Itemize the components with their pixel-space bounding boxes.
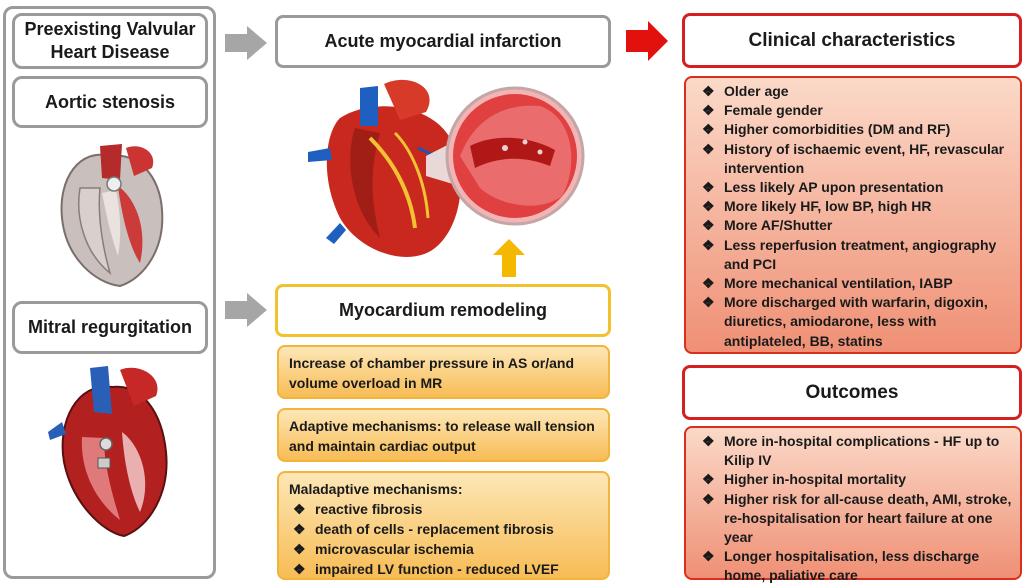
list-item: ❖More discharged with warfarin, digoxin,… [702,294,988,349]
arrow-right-red [626,21,668,61]
outcomes-title: Outcomes [805,381,899,403]
clinical-characteristics-title: Clinical characteristics [748,29,956,51]
outcomes-title-box: Outcomes [682,365,1022,420]
mitral-regurgitation-label: Mitral regurgitation [27,317,192,337]
clinical-characteristics-title-box: Clinical characteristics [682,13,1022,68]
list-item: ❖Less reperfusion treatment, angiography… [702,236,997,272]
maladaptive-mechanisms-box: Maladaptive mechanisms: ❖reactive fibros… [277,471,610,580]
adaptive-mechanisms-text: Adaptive mechanisms: to release wall ten… [289,418,595,454]
chamber-pressure-box: Increase of chamber pressure in AS or/an… [277,345,610,399]
list-item: ❖impaired LV function - reduced LVEF [293,561,559,577]
adaptive-mechanisms-box: Adaptive mechanisms: to release wall ten… [277,408,610,462]
mitral-regurgitation-box: Mitral regurgitation [12,301,208,354]
remodeling-title-box: Myocardium remodeling [275,284,611,337]
mitral-regurgitation-heart-illustration [42,362,182,542]
clinical-characteristics-box: ❖Older age ❖Female gender ❖Higher comorb… [684,76,1022,354]
list-item: ❖Female gender [702,102,823,119]
list-item: ❖More mechanical ventilation, IABP [702,275,953,292]
remodeling-title: Myocardium remodeling [338,300,548,320]
preexisting-vhd-label-box: Preexisting Valvular Heart Disease [12,13,208,69]
list-item: ❖History of ischaemic event, HF, revascu… [702,140,1005,176]
list-item: ❖microvascular ischemia [293,541,474,557]
ami-title: Acute myocardial infarction [324,31,562,51]
list-item: ❖Longer hospitalisation, less discharge … [702,548,980,584]
list-item: ❖Higher in-hospital mortality [702,471,907,488]
ami-heart-illustration [300,78,600,270]
chamber-pressure-text: Increase of chamber pressure in AS or/an… [289,355,575,391]
list-item: ❖Higher comorbidities (DM and RF) [702,121,951,138]
outcomes-box: ❖More in-hospital complications - HF up … [684,426,1022,583]
arrow-up-yellow [493,239,525,277]
list-item: ❖Older age [702,83,789,99]
aortic-stenosis-label: Aortic stenosis [44,91,176,112]
list-item: ❖More in-hospital complications - HF up … [702,433,1000,469]
aortic-stenosis-heart-illustration [40,138,180,293]
list-item: ❖Higher risk for all-cause death, AMI, s… [702,490,1012,546]
list-item: ❖More likely HF, low BP, high HR [702,198,932,215]
aortic-stenosis-box: Aortic stenosis [12,76,208,128]
list-item: ❖Less likely AP upon presentation [702,179,944,196]
maladaptive-title: Maladaptive mechanisms: [289,481,463,497]
list-item: ❖death of cells - replacement fibrosis [293,521,554,537]
arrow-right-gray-bottom [225,293,267,327]
arrow-right-gray-top [225,26,267,60]
ami-title-box: Acute myocardial infarction [275,15,611,68]
preexisting-vhd-label: Preexisting Valvular Heart Disease [24,19,196,62]
list-item: ❖reactive fibrosis [293,501,423,517]
list-item: ❖More AF/Shutter [702,217,833,234]
